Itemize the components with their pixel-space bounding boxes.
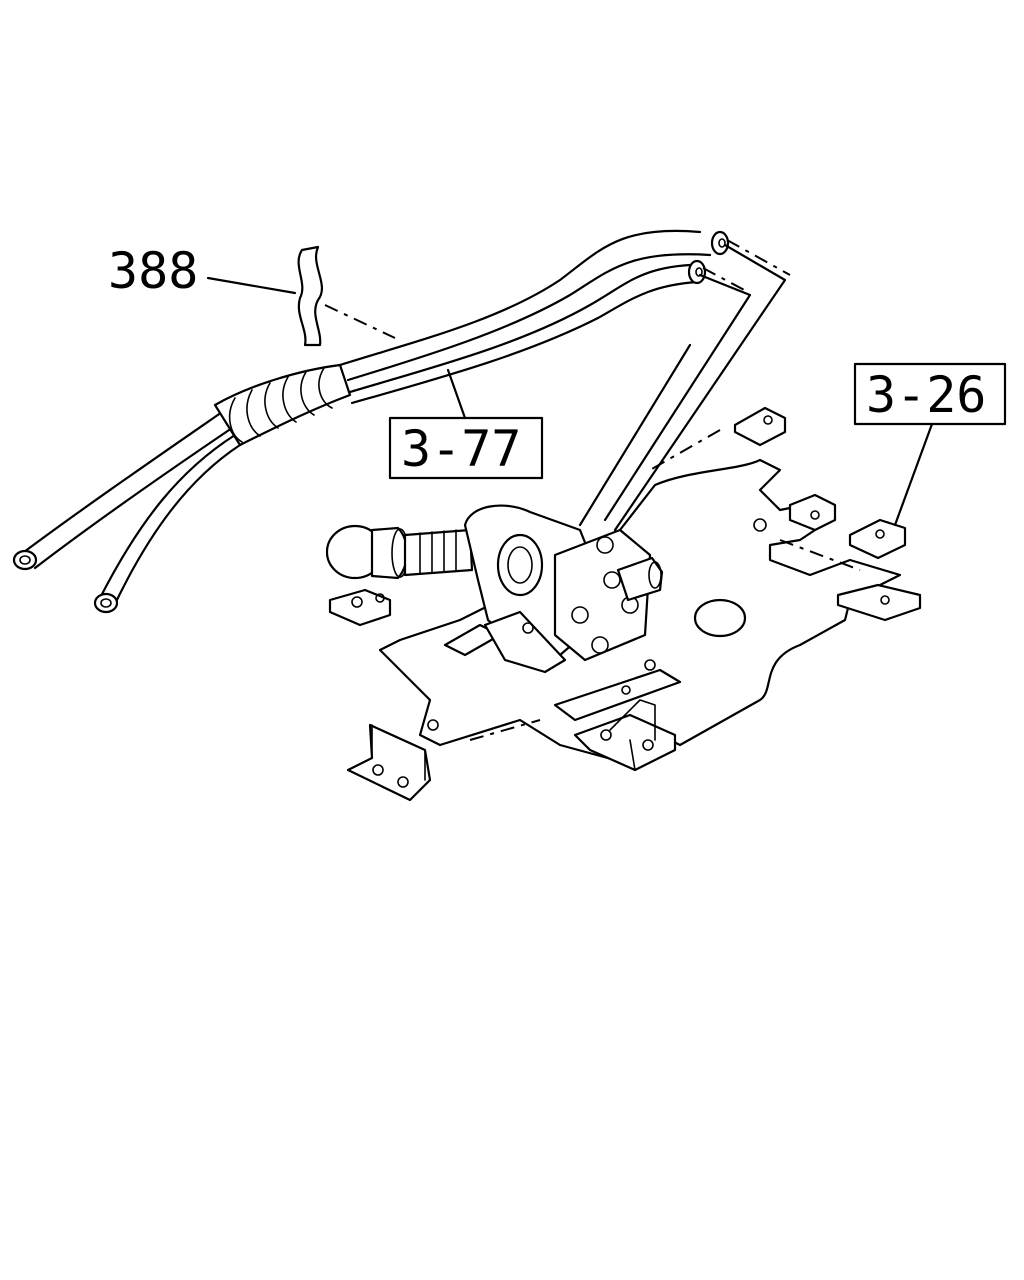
valve-assembly <box>325 504 664 674</box>
leader-line-388 <box>206 276 297 295</box>
leader-line-3-26 <box>893 422 934 527</box>
callout-label-388: 388 <box>108 242 198 300</box>
callout-3-26[interactable]: 3-26 <box>853 362 1007 527</box>
hose-assembly <box>12 229 787 614</box>
leader-line-3-77 <box>446 368 467 420</box>
callout-box-3-26 <box>853 362 1007 426</box>
callout-label-3-26: 3-26 <box>866 366 986 424</box>
callout-label-3-77: 3-77 <box>401 420 521 478</box>
hose-clip <box>297 245 324 347</box>
mounting-bracket-plate <box>328 406 922 802</box>
phantom-lines <box>324 239 861 741</box>
callout-388[interactable]: 388 <box>108 242 297 300</box>
callout-3-77[interactable]: 3-77 <box>388 368 544 480</box>
